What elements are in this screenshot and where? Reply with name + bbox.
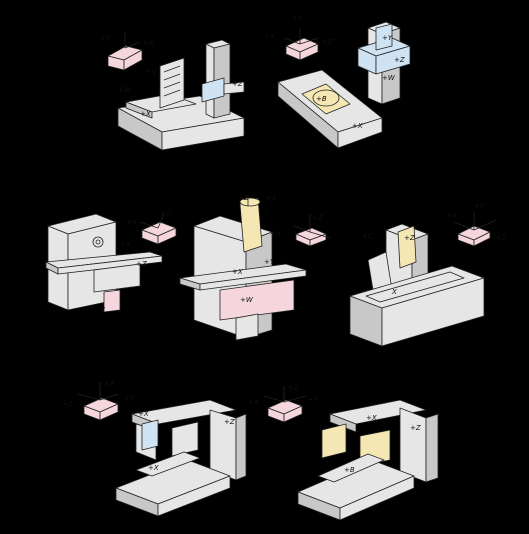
label-3-x: +X [126, 218, 137, 226]
label-2-w: +W [382, 74, 396, 82]
machine-4: +Z +X +Y +X +W +Z +X [179, 194, 331, 341]
workpiece-block-5 [453, 212, 497, 247]
fixture-plate-1 [159, 57, 185, 109]
rotary-table-2 [301, 83, 351, 115]
label-2-zhead: +Z [394, 56, 405, 64]
label-3-v: V [100, 306, 106, 314]
label-2-z: +Z [322, 38, 333, 46]
machine-table-3 [45, 251, 163, 293]
label-5-z: +Z [496, 234, 507, 242]
knee-3 [103, 289, 121, 313]
label-4-y: +Y [264, 258, 275, 266]
label-6-z: +Z [62, 400, 73, 408]
label-1-x: +X [143, 39, 154, 47]
label-6-x: +X [104, 380, 115, 388]
workpiece-block-3 [139, 213, 177, 245]
machine-1: +Y +X +V +Z +W +X [100, 32, 245, 151]
machine-column-2 [357, 21, 411, 105]
label-2-x2: +X [352, 122, 363, 130]
machine-bed-5 [349, 265, 485, 347]
label-6-x-bed: +X [148, 464, 159, 472]
label-2-y: +Y [292, 14, 303, 22]
label-1-v: +V [146, 68, 158, 76]
label-4-x: +X [232, 268, 243, 276]
machine-5: +C +Z X +X +Y +Z [349, 202, 507, 347]
label-1-z: +Z [232, 80, 243, 88]
workpiece-block-1 [107, 32, 143, 71]
label-5-x-bed: X [391, 288, 397, 296]
label-5-y: +Y [474, 202, 485, 210]
label-2-x: +X [264, 32, 275, 40]
machine-2: +X +Y +Z +Y +Z +W +B +X [264, 14, 411, 149]
gantry-6 [131, 399, 247, 481]
machine-column-1 [201, 39, 245, 119]
spindle-head-4 [239, 196, 263, 253]
label-6-xg: +X [138, 410, 149, 418]
workpiece-block-7 [263, 386, 307, 423]
workpiece-block-6 [77, 382, 119, 421]
label-5-z-head: +Z [404, 234, 415, 242]
gantry-7 [321, 399, 439, 483]
label-4-z: +Z [312, 214, 323, 222]
label-3-xt: +X [120, 240, 131, 248]
label-1-y: +Y [100, 34, 111, 42]
label-6-zg: +Z [224, 418, 235, 426]
label-4-xr: +X [270, 230, 281, 238]
machine-7: +X +Z +Y +X +Z +B [248, 384, 439, 521]
label-4-w: +W [240, 296, 254, 304]
label-7-xg: +X [366, 414, 377, 422]
label-2-b: +B [316, 95, 327, 103]
workpiece-block-2 [283, 28, 319, 61]
label-6-y: +Y [124, 394, 135, 402]
machine-bed-7 [297, 453, 415, 521]
label-7-b: +B [344, 466, 355, 474]
workpiece-block-4 [293, 214, 331, 247]
label-7-zg: +Z [410, 424, 421, 432]
machine-table-4 [179, 263, 307, 341]
label-4-z-top: +Z [238, 194, 249, 202]
label-5-c: +C [362, 232, 373, 240]
label-2-yhead: +Y [382, 34, 393, 42]
label-5-x: +X [446, 212, 457, 220]
label-4-x-top: +X [266, 194, 277, 202]
machine-3: +Y +X +X +Z V [45, 210, 177, 314]
label-1-x2: +X [140, 110, 151, 118]
label-7-x: +X [248, 398, 259, 406]
label-3-z: +Z [136, 260, 147, 268]
machine-bed-6 [115, 451, 231, 517]
label-1-w: +W [118, 86, 132, 94]
label-7-y: +Y [308, 396, 319, 404]
label-7-z: +Z [288, 384, 299, 392]
machine-6: +Z +X +Y +X +Z +X [62, 380, 247, 517]
label-3-y: +Y [160, 210, 171, 218]
